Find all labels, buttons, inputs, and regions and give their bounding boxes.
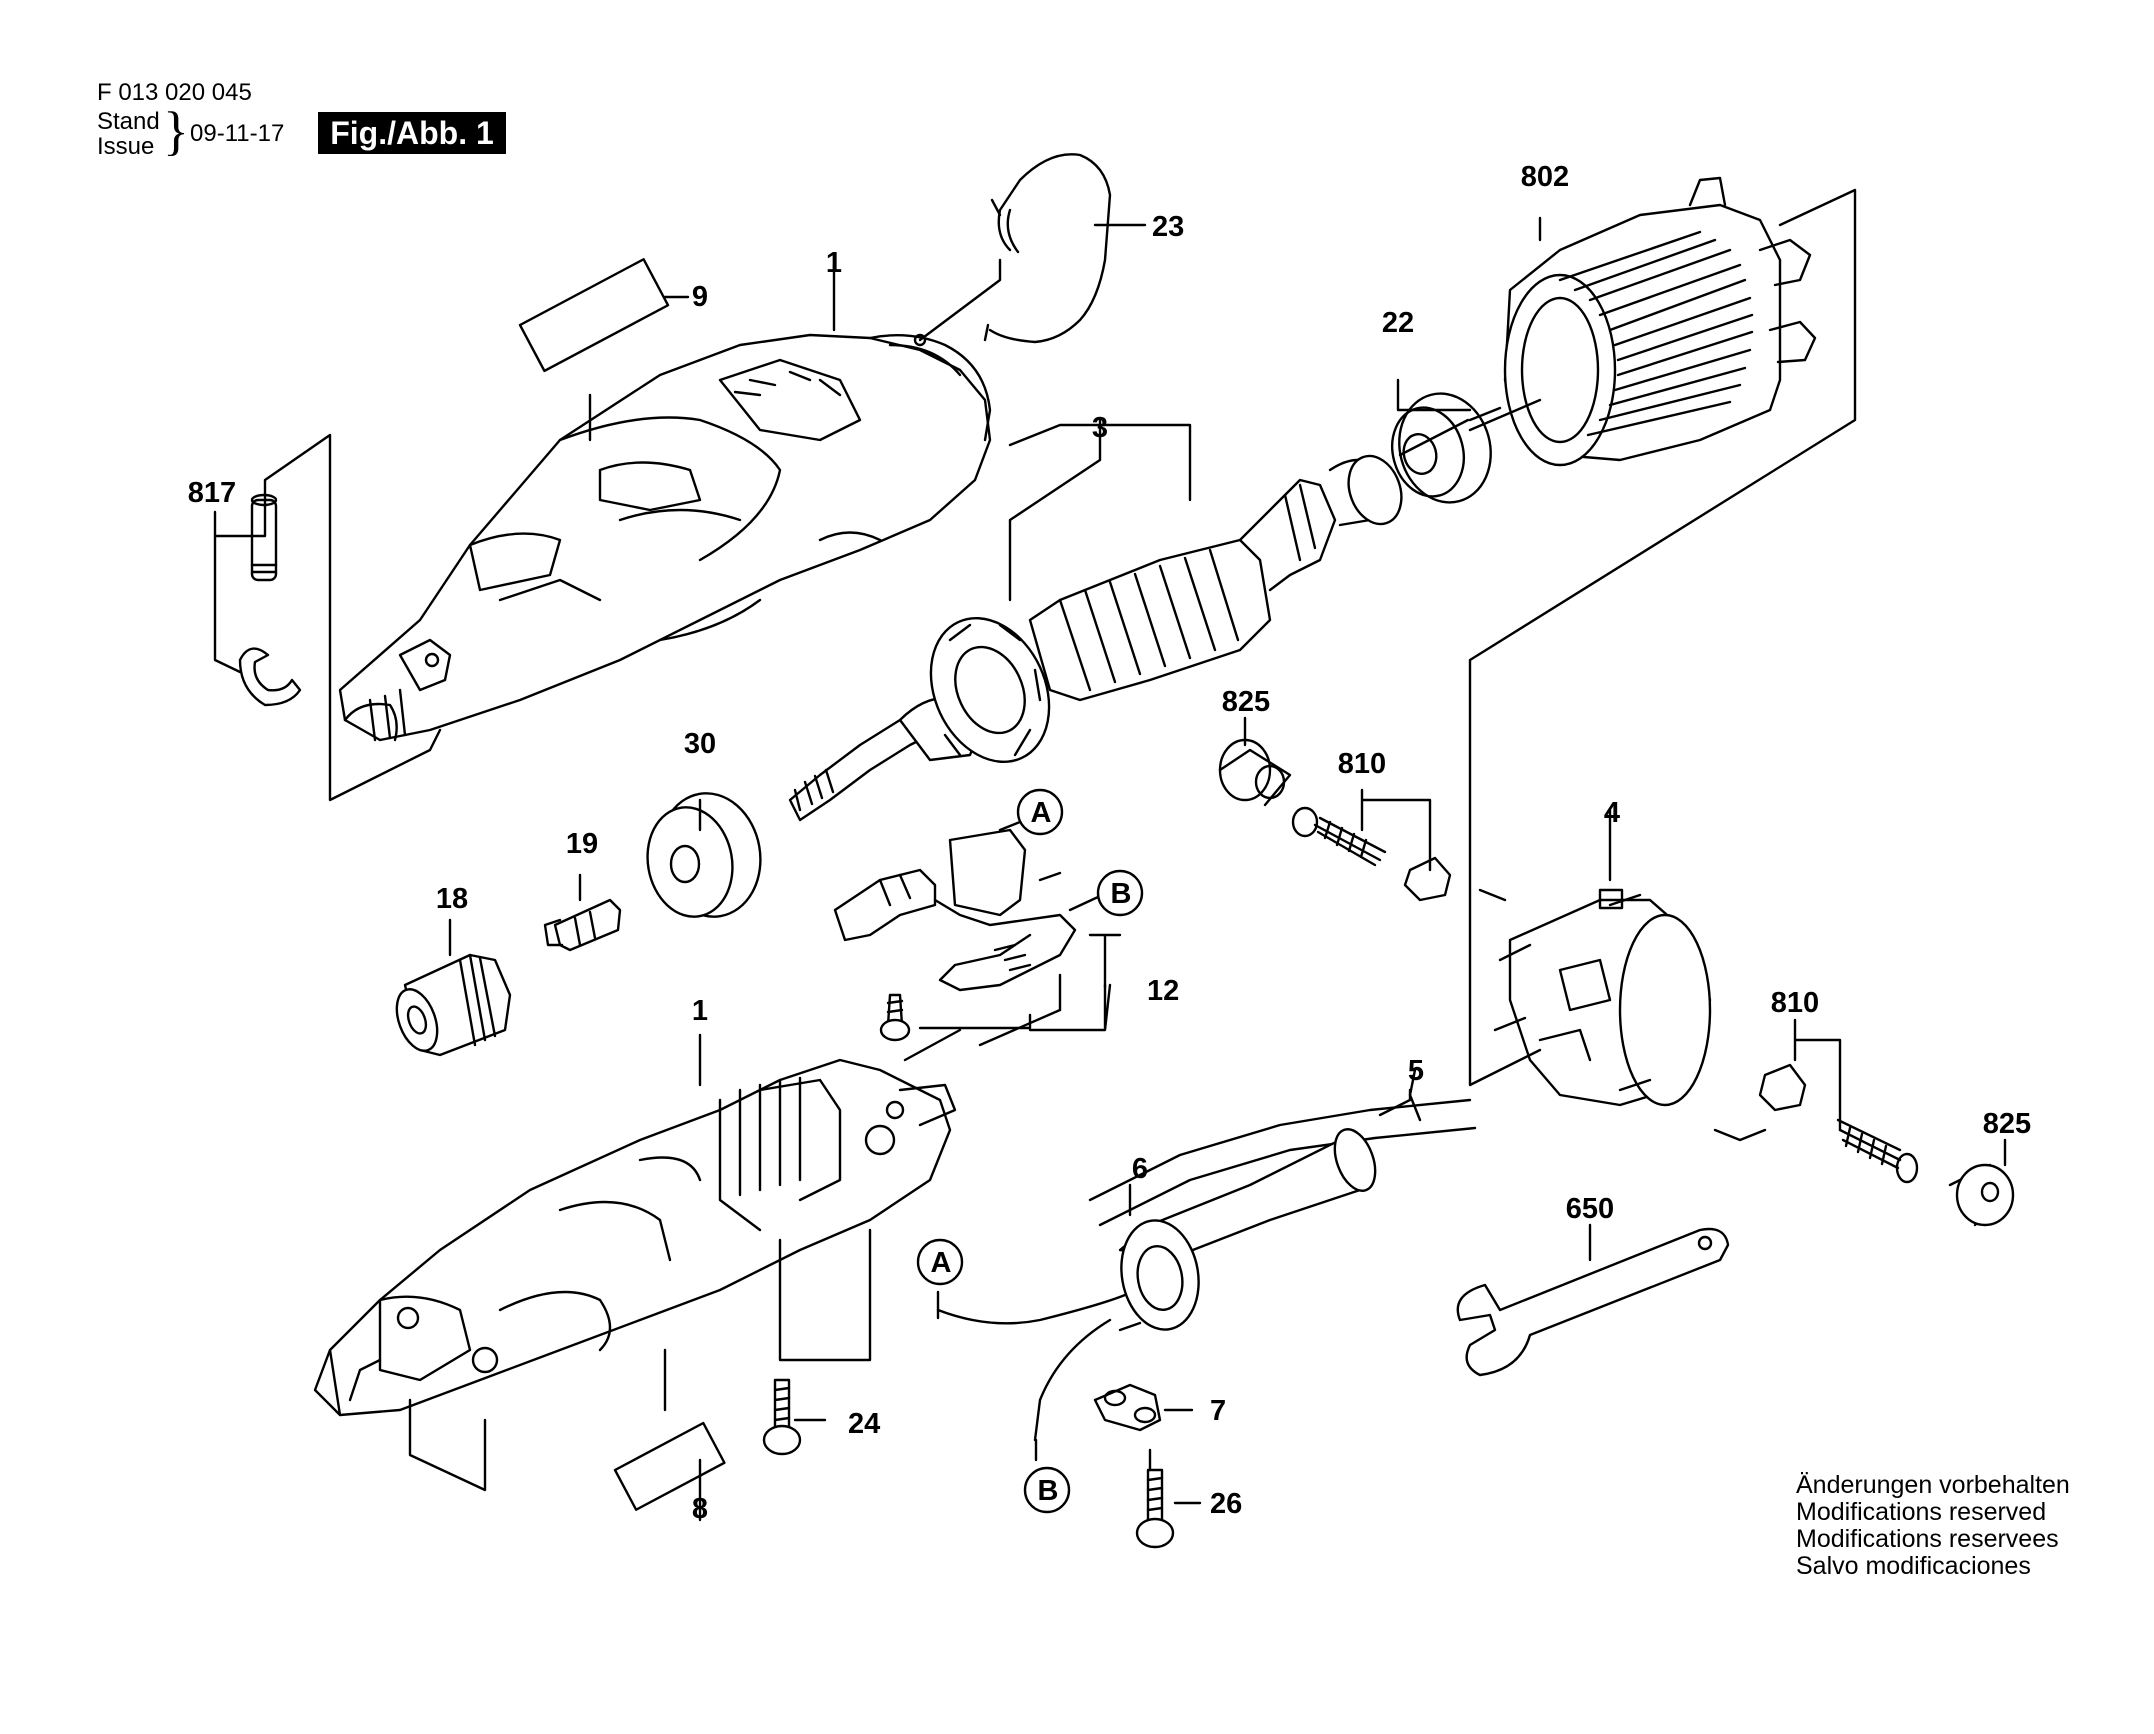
part-number-810-top: 810 — [1338, 748, 1386, 780]
power-cord-5 — [1088, 1098, 1477, 1227]
pin-and-clip-817 — [238, 493, 302, 707]
part-number-7: 7 — [1210, 1395, 1226, 1427]
part-number-18: 18 — [436, 883, 468, 915]
wire-b — [1033, 1318, 1112, 1442]
notice-line-es: Salvo modificaciones — [1796, 1552, 2031, 1580]
brush-plate-12 — [833, 828, 1077, 992]
top-housing-half — [338, 333, 992, 742]
callout-b-cord: B — [1038, 1475, 1059, 1507]
collet-19 — [543, 898, 622, 952]
wrench-650 — [1456, 1227, 1730, 1377]
part-number-5: 5 — [1408, 1055, 1424, 1087]
part-number-19: 19 — [566, 828, 598, 860]
part-number-30: 30 — [684, 728, 716, 760]
end-cap-4 — [1493, 888, 1712, 1107]
bottom-housing-half — [313, 1058, 957, 1417]
part-number-817: 817 — [188, 477, 236, 509]
part-number-1-top: 1 — [826, 247, 842, 279]
brush-cap-825-top — [1218, 738, 1292, 807]
leader-b-top — [1068, 895, 1100, 912]
document-number: F 013 020 045 — [97, 79, 252, 106]
issue-date: 09-11-17 — [190, 120, 285, 147]
part-number-1-bottom: 1 — [692, 995, 708, 1027]
part-number-3: 3 — [1092, 412, 1108, 444]
part-number-24: 24 — [848, 1408, 880, 1440]
bearing-30 — [646, 792, 762, 918]
callout-a-top: A — [1031, 797, 1052, 829]
callout-a-cord: A — [931, 1247, 952, 1279]
brace-symbol: } — [163, 101, 189, 161]
spring-brush-810-bottom — [1758, 1063, 1919, 1184]
retaining-clip-23 — [983, 153, 1112, 344]
part-number-6: 6 — [1132, 1153, 1148, 1185]
label-plate-8 — [613, 1421, 726, 1511]
part-number-26: 26 — [1210, 1488, 1242, 1520]
part-number-825-top: 825 — [1222, 686, 1270, 718]
issue-label: Issue — [97, 133, 155, 160]
screw-26 — [1135, 1468, 1175, 1549]
leader-lines — [213, 188, 2007, 1522]
part-number-4: 4 — [1604, 797, 1620, 829]
notice-line-de: Änderungen vorbehalten — [1796, 1471, 2070, 1499]
stand-label: Stand — [97, 108, 160, 135]
cord-clamp-7 — [1093, 1383, 1162, 1432]
part-number-825-bottom: 825 — [1983, 1108, 2031, 1140]
screw-12 — [879, 993, 911, 1042]
armature — [788, 454, 1403, 822]
part-number-810-bottom: 810 — [1771, 987, 1819, 1019]
callout-b-top: B — [1111, 878, 1132, 910]
figure-badge: Fig./Abb. 1 — [318, 112, 506, 154]
part-number-12: 12 — [1147, 975, 1179, 1007]
callout-circles — [916, 788, 1144, 1514]
field-coil-802 — [1503, 176, 1817, 467]
screw-24 — [762, 1378, 802, 1456]
notice-line-en: Modifications reserved — [1796, 1498, 2047, 1526]
leader-a-top — [998, 820, 1022, 832]
label-plate-9 — [518, 258, 670, 373]
part-number-22: 22 — [1382, 307, 1414, 339]
wire-a — [936, 1293, 1127, 1325]
modifications-notice: Änderungen vorbehalten Modifications res… — [1796, 1472, 2070, 1580]
spring-brush-810-top — [1291, 806, 1452, 902]
part-number-650: 650 — [1566, 1193, 1614, 1225]
part-number-23: 23 — [1152, 211, 1184, 243]
part-number-9: 9 — [692, 281, 708, 313]
brush-cap-825-bottom — [1948, 1163, 2015, 1227]
part-number-802: 802 — [1521, 161, 1569, 193]
collet-nut-18 — [395, 953, 512, 1057]
notice-line-fr: Modifications reservees — [1796, 1525, 2059, 1553]
strain-relief-6 — [1118, 1128, 1377, 1331]
part-number-8: 8 — [692, 1493, 708, 1525]
